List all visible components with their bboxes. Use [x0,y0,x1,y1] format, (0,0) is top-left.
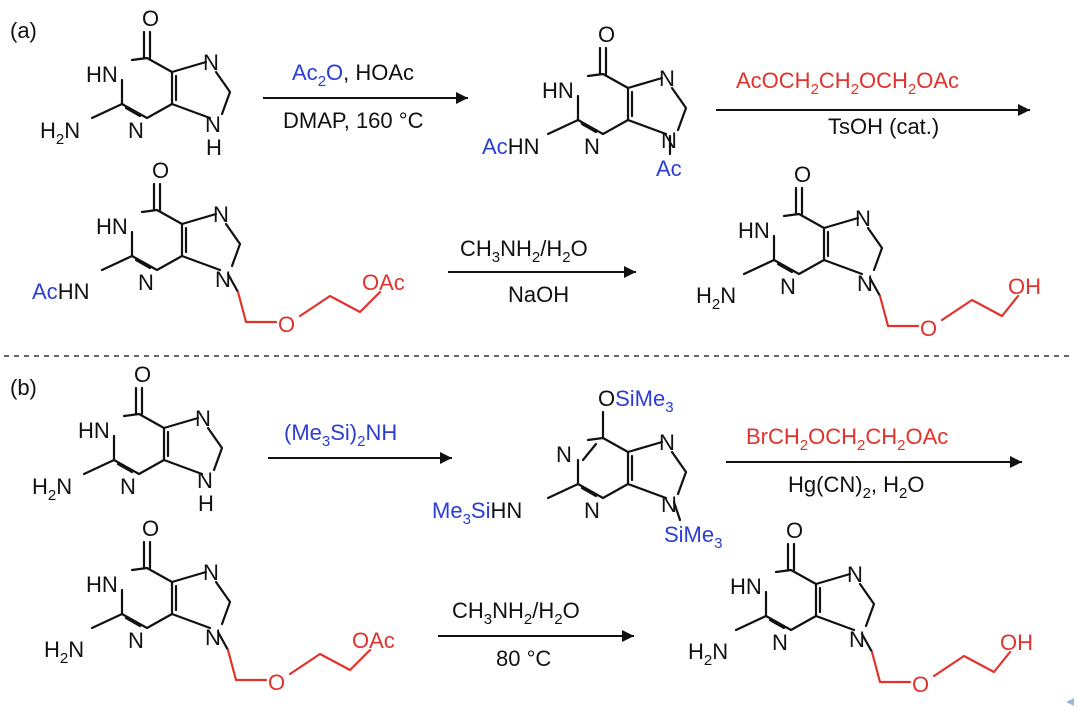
reagent-b1-top: (Me3Si)2NH [284,420,397,450]
atom-n: N [138,270,154,295]
arrowhead [1010,456,1022,468]
atom-hn: HN [96,214,128,239]
atom-h2n: H2N [696,283,736,313]
atom-n: N [659,66,675,91]
atom-o-ether: O [278,312,295,337]
arrowhead [1018,104,1030,116]
atom-n: N [661,492,677,517]
atom-hn: HN [542,78,574,103]
corner-marker-icon [1066,698,1074,706]
atom-n: N [213,202,229,227]
atom-h2n: H2N [688,639,728,669]
atom-n: N [215,267,231,292]
arrowhead [622,630,634,642]
reagent-a3-top: CH3NH2/H2O [460,236,588,266]
atom-hn: HN [86,62,118,87]
acyclovir-molecule-a: O HN N N N O OH H2N [696,162,1041,341]
atom-sime3: SiMe3 [664,522,722,552]
atom-h: H [206,135,222,160]
acyclovir-molecule-b: O HN N N N O OH H2N [688,518,1033,697]
atom-achn: AcHN [482,134,539,159]
reagent-b2-bottom: Hg(CN)2, H2O [788,472,925,502]
atom-n: N [556,442,572,467]
atom-o: O [134,362,151,387]
arrowhead [456,92,468,104]
silylated-guanine-molecule: OSiMe3 N N N N SiMe3 Me3SiHN [432,386,722,552]
atom-hn: HN [738,218,770,243]
atom-n: N [203,560,219,585]
atom-n: N [584,134,600,159]
atom-n: N [772,630,788,655]
atom-n: N [855,206,871,231]
reagent-a2-bottom: TsOH (cat.) [828,114,939,139]
atom-n: N [857,271,873,296]
atom-me3sihn: Me3SiHN [432,498,522,528]
atom-hn: HN [78,418,110,443]
atom-ac: Ac [656,156,682,181]
atom-o-ether: O [920,316,937,341]
reagent-a2-top: AcOCH2CH2OCH2OAc [736,68,959,98]
atom-n: N [128,118,144,143]
diacetylguanine-molecule: O HN N N N Ac AcHN [482,22,688,181]
atom-o: O [142,516,159,541]
atom-osime3: OSiMe3 [598,386,674,416]
atom-h2n: H2N [44,637,84,667]
guanine-molecule-a: O HN N N N H H2N [40,6,232,160]
atom-h: H [198,491,214,516]
atom-n: N [584,498,600,523]
atom-hn: HN [86,572,118,597]
reagent-b3-top: CH3NH2/H2O [452,598,580,628]
reagent-a1-top: Ac2O, HOAc [292,60,414,90]
atom-h2n: H2N [32,474,72,504]
arrowhead [440,452,452,464]
acyclovir-acetate-molecule: O HN N N N O OAc H2N [44,516,395,695]
atom-oh: OH [1008,274,1041,299]
atom-n: N [659,430,675,455]
atom-oh: OH [1000,630,1033,655]
atom-o: O [152,158,169,183]
atom-n: N [197,468,213,493]
atom-oac: OAc [362,270,405,295]
atom-n: N [203,50,219,75]
atom-hn: HN [730,574,762,599]
guanine-molecule-b: O HN N N N H H2N [32,362,224,516]
atom-n: N [128,628,144,653]
atom-achn: AcHN [32,279,89,304]
atom-n: N [661,128,677,153]
reagent-b3-bottom: 80 °C [496,646,551,671]
reagent-b2-top: BrCH2OCH2CH2OAc [746,424,948,454]
atom-o-ether: O [268,670,285,695]
reagent-a1-bottom: DMAP, 160 °C [283,108,424,133]
atom-o-ether: O [912,672,929,697]
atom-o: O [142,6,159,31]
atom-n: N [849,627,865,652]
reagent-a3-bottom: NaOH [508,282,569,307]
atom-n: N [120,474,136,499]
atom-n: N [847,562,863,587]
panel-label-a: (a) [10,18,37,43]
atom-o: O [786,518,803,543]
atom-oac: OAc [352,628,395,653]
atom-o: O [794,162,811,187]
atom-h2n: H2N [40,118,80,148]
panel-label-b: (b) [10,375,37,400]
atom-n: N [780,274,796,299]
atom-o: O [598,22,615,47]
arrowhead [624,266,636,278]
atom-n: N [205,112,221,137]
atom-n: N [205,625,221,650]
atom-n: N [195,406,211,431]
acetylated-acyclovir-molecule: O HN N N N O OAc AcHN [32,158,405,337]
